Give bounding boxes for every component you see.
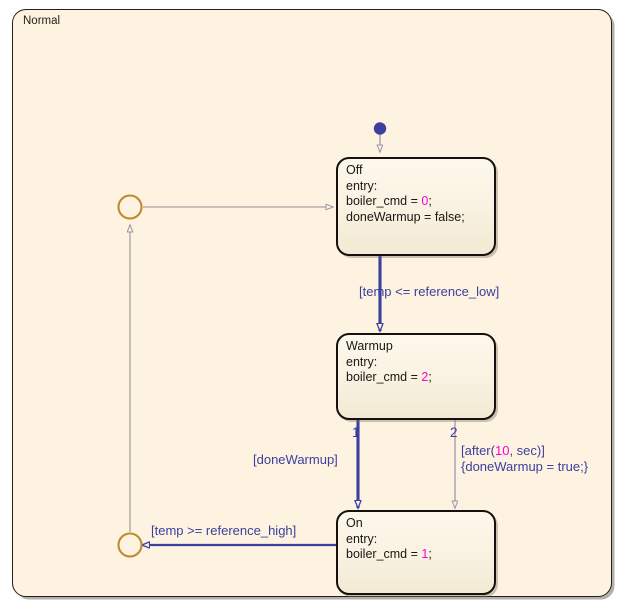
timeout-label-post: , sec)]	[509, 443, 545, 458]
superstate-label: Normal	[23, 15, 61, 27]
state-off-action-boiler-cmd: boiler_cmd = 0;	[346, 194, 494, 210]
state-on-action-value: 1	[421, 547, 429, 561]
state-warmup-action-pre: boiler_cmd =	[346, 370, 422, 384]
state-off-action-pre: boiler_cmd =	[346, 194, 422, 208]
superstate-normal[interactable]: Normal	[12, 9, 612, 597]
transition-label-on-to-junction[interactable]: [temp >= reference_high]	[151, 523, 297, 538]
state-on-entry-keyword: entry:	[346, 531, 378, 546]
state-off-action-value: 0	[421, 194, 429, 208]
state-warmup-entry-keyword: entry:	[346, 354, 378, 369]
state-warmup-action-post: ;	[428, 370, 432, 384]
timeout-label-pre: [after(	[461, 443, 495, 458]
state-warmup-action-boiler-cmd: boiler_cmd = 2;	[346, 370, 494, 386]
transition-priority-2: 2	[450, 425, 458, 440]
state-on-action-post: ;	[428, 547, 432, 561]
state-warmup-name: Warmup	[346, 339, 393, 353]
state-off-entry-keyword: entry:	[346, 178, 378, 193]
transition-label-timeout-line2: {doneWarmup = true;}	[461, 459, 589, 474]
state-off[interactable]: Off entry: boiler_cmd = 0; doneWarmup = …	[336, 157, 496, 256]
state-on-name: On	[346, 516, 363, 530]
transition-label-timeout-line1: [after(10, sec)]	[461, 443, 588, 459]
transition-label-off-to-warmup[interactable]: [temp <= reference_low]	[359, 284, 500, 299]
transition-label-warmup-to-on[interactable]: [doneWarmup]	[253, 452, 338, 467]
transition-priority-1: 1	[352, 425, 360, 440]
state-on-action-pre: boiler_cmd =	[346, 547, 422, 561]
state-on[interactable]: On entry: boiler_cmd = 1;	[336, 510, 496, 595]
state-off-action-donewarmup: doneWarmup = false;	[346, 209, 465, 224]
state-warmup-action-value: 2	[421, 370, 429, 384]
state-off-name: Off	[346, 163, 363, 177]
state-on-action-boiler-cmd: boiler_cmd = 1;	[346, 547, 494, 563]
state-warmup[interactable]: Warmup entry: boiler_cmd = 2;	[336, 333, 496, 420]
state-off-action-post: ;	[428, 194, 432, 208]
transition-label-warmup-to-on-timeout[interactable]: [after(10, sec)] {doneWarmup = true;}	[461, 443, 588, 475]
timeout-label-value: 10	[494, 443, 510, 458]
